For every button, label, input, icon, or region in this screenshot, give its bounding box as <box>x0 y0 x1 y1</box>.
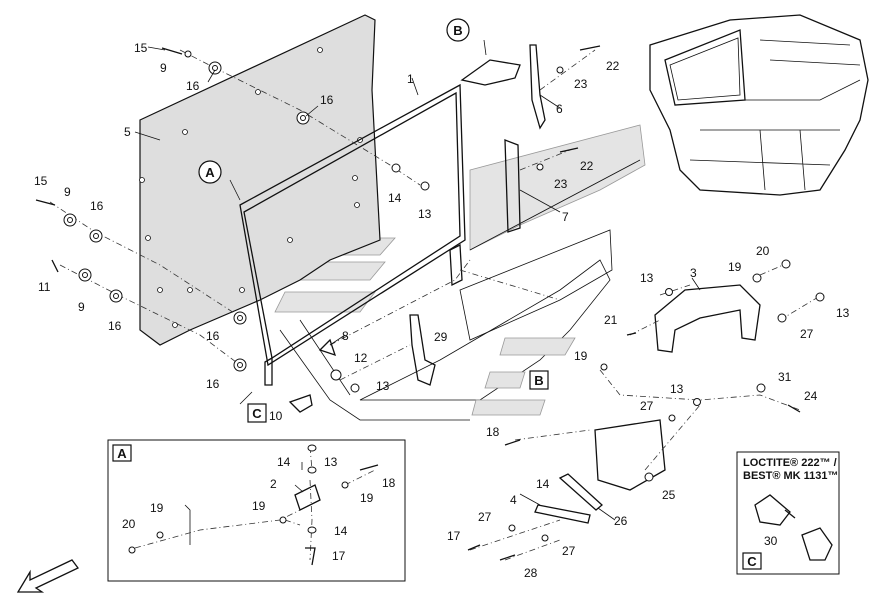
part-number: 27 <box>562 544 576 558</box>
part-number: 25 <box>662 488 676 502</box>
loctite-line-1: LOCTITE® 222™ / <box>743 457 837 469</box>
part-number: 12 <box>354 351 368 365</box>
part-number: 27 <box>478 510 492 524</box>
part-number: 19 <box>360 491 374 505</box>
callout-b-box: B <box>529 370 549 390</box>
part-number: 10 <box>269 409 283 423</box>
detail-a-content <box>128 444 379 566</box>
part-number: 20 <box>756 244 770 258</box>
part-number: 22 <box>580 159 594 173</box>
fasteners-main <box>35 45 825 561</box>
machine-overview <box>649 14 869 196</box>
part-number: 23 <box>554 177 568 191</box>
part-number: 8 <box>342 329 349 343</box>
callout-a: A <box>198 160 222 184</box>
part-number: 9 <box>160 61 167 75</box>
part-number: 5 <box>124 125 131 139</box>
part-number: 19 <box>728 260 742 274</box>
svg-text:A: A <box>205 165 215 180</box>
part-number: 3 <box>690 266 697 280</box>
svg-text:C: C <box>747 554 757 569</box>
callout-b: B <box>446 18 470 42</box>
part-number: 16 <box>206 329 220 343</box>
part-number: 27 <box>800 327 814 341</box>
part-number: 16 <box>108 319 122 333</box>
strap-29 <box>409 314 436 386</box>
part-number: 22 <box>606 59 620 73</box>
part-number: 18 <box>486 425 500 439</box>
part-number: 14 <box>334 524 348 538</box>
detail-a-label: A <box>112 444 132 462</box>
loctite-bottle <box>754 494 833 561</box>
bracket-6 <box>529 44 546 130</box>
part-number: 16 <box>90 199 104 213</box>
part-number: 16 <box>206 377 220 391</box>
part-number: 27 <box>640 399 654 413</box>
bracket-3 <box>654 284 761 353</box>
part-number: 4 <box>510 493 517 507</box>
part-number: 11 <box>38 280 51 294</box>
loctite-c-label: C <box>742 552 762 570</box>
part-number: 14 <box>277 455 291 469</box>
direction-arrow <box>16 559 79 593</box>
svg-text:C: C <box>252 406 262 421</box>
part-number: 19 <box>252 499 266 513</box>
part-number: 13 <box>670 382 684 396</box>
part-number: 19 <box>150 501 164 515</box>
part-number: 7 <box>562 210 569 224</box>
part-number: 17 <box>332 549 346 563</box>
leader-lines <box>134 39 701 521</box>
cap-10 <box>288 394 313 413</box>
part-number: 31 <box>778 370 792 384</box>
part-number: 23 <box>574 77 588 91</box>
part-number: 9 <box>64 185 71 199</box>
part-number: 15 <box>34 174 48 188</box>
part-number: 2 <box>270 477 277 491</box>
part-number: 29 <box>434 330 448 344</box>
part-number: 17 <box>447 529 461 543</box>
part-number: 13 <box>836 306 850 320</box>
part-number: 13 <box>418 207 432 221</box>
part-number: 28 <box>524 566 538 580</box>
part-number: 13 <box>640 271 654 285</box>
linkage-assembly <box>534 419 666 524</box>
part-number: 13 <box>324 455 338 469</box>
part-number: 30 <box>764 534 778 548</box>
part-number: 24 <box>804 389 818 403</box>
part-number: 20 <box>122 517 136 531</box>
frame-1 <box>239 59 521 386</box>
part-number: 14 <box>536 477 550 491</box>
part-number: 15 <box>134 41 148 55</box>
svg-text:B: B <box>534 373 543 388</box>
detail-a-box <box>107 439 406 582</box>
callout-c: C <box>247 403 267 423</box>
part-number: 21 <box>604 313 618 327</box>
part-number: 14 <box>388 191 402 205</box>
part-number: 19 <box>574 349 588 363</box>
svg-text:B: B <box>453 23 462 38</box>
part-number: 26 <box>614 514 628 528</box>
part-number: 1 <box>407 72 414 86</box>
part-number: 16 <box>186 79 200 93</box>
part-numbers: 15 9 16 16 5 1 15 9 16 11 9 16 16 16 10 … <box>34 41 850 580</box>
part-number: 6 <box>556 102 563 116</box>
svg-text:A: A <box>117 446 127 461</box>
part-number: 16 <box>320 93 334 107</box>
bracket-7 <box>504 139 521 233</box>
part-number: 18 <box>382 476 396 490</box>
panel-5 <box>139 14 381 346</box>
part-number: 9 <box>78 300 85 314</box>
loctite-line-2: BEST® MK 1131™ <box>743 470 839 482</box>
part-number: 13 <box>376 379 390 393</box>
